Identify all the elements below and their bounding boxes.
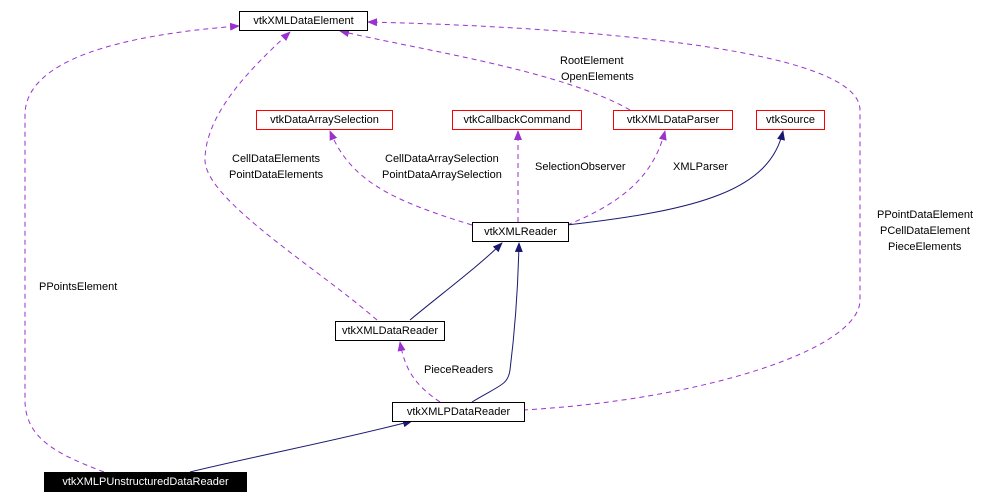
edge-ppoints-element — [24, 22, 240, 473]
label-p-cell-data-element: PCellDataElement — [880, 225, 970, 237]
edge-piece-readers — [397, 341, 441, 403]
edge-inherit-pdata-reader — [471, 242, 523, 403]
node-xml-reader[interactable]: vtkXMLReader — [472, 222, 569, 242]
label-point-data-array-selection: PointDataArraySelection — [382, 169, 502, 181]
edge-xml-parser — [566, 130, 667, 226]
label-xml-parser: XMLParser — [673, 161, 729, 173]
label-selection-observer: SelectionObserver — [535, 161, 626, 173]
edge-cell-point-data-elements — [204, 31, 378, 321]
node-xml-p-unstructured-data-reader: vtkXMLPUnstructuredDataReader — [44, 472, 247, 492]
node-xml-p-data-reader[interactable]: vtkXMLPDataReader — [392, 402, 525, 422]
edge-inherit-punstructured — [189, 419, 413, 473]
node-callback-command[interactable]: vtkCallbackCommand — [452, 110, 582, 130]
node-source[interactable]: vtkSource — [756, 110, 825, 130]
label-p-point-data-element: PPointDataElement — [877, 209, 973, 221]
label-point-data-elements: PointDataElements — [229, 169, 324, 181]
label-open-elements: OpenElements — [561, 71, 634, 83]
label-cell-data-elements: CellDataElements — [232, 153, 321, 165]
edge-inherit-source — [566, 130, 785, 226]
label-root-element: RootElement — [560, 55, 624, 67]
node-xml-data-parser[interactable]: vtkXMLDataParser — [613, 110, 733, 130]
label-piece-elements: PieceElements — [888, 241, 962, 253]
label-piece-readers: PieceReaders — [424, 364, 494, 376]
node-xml-data-element[interactable]: vtkXMLDataElement — [239, 11, 368, 31]
edge-data-array-selection — [329, 130, 473, 226]
label-cell-data-array-selection: CellDataArraySelection — [385, 153, 499, 165]
edge-inherit-data-reader — [409, 242, 503, 321]
node-data-array-selection[interactable]: vtkDataArraySelection — [256, 110, 393, 130]
node-xml-data-reader[interactable]: vtkXMLDataReader — [335, 321, 445, 341]
label-p-points-element: PPointsElement — [39, 281, 118, 293]
edge-piece-elements — [367, 18, 861, 411]
